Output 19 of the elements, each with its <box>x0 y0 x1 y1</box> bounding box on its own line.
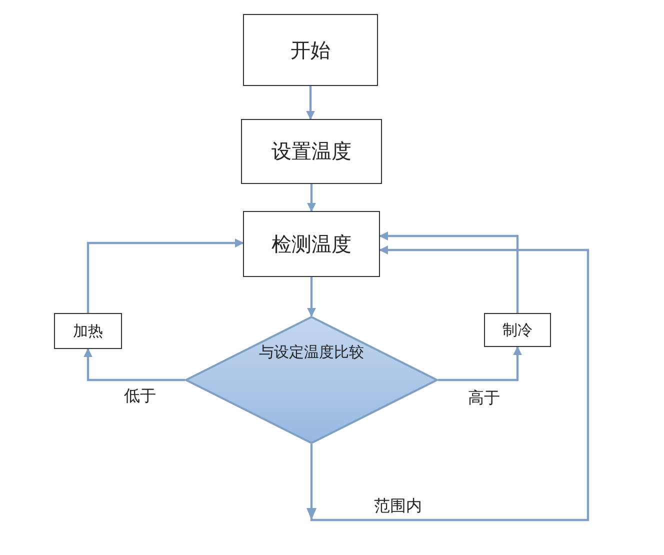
node-label: 加热 <box>73 322 103 340</box>
arrow <box>86 238 244 313</box>
arrow <box>307 277 316 317</box>
arrow <box>307 184 316 212</box>
arrow <box>84 348 185 382</box>
process-box <box>484 313 551 347</box>
arrow <box>379 232 519 313</box>
node-label: 开始 <box>290 36 330 64</box>
node-label: 制冷 <box>502 320 532 340</box>
arrow <box>306 86 315 120</box>
process-box <box>241 119 382 184</box>
node-label: 与设定温度比较 <box>259 342 364 362</box>
node-label: 设置温度 <box>272 138 352 165</box>
process-box <box>243 14 378 86</box>
node-label: 检测温度 <box>272 230 352 258</box>
arrow <box>438 346 522 382</box>
decision-diamond <box>185 316 438 444</box>
process-box <box>243 211 380 277</box>
process-box <box>54 313 122 349</box>
